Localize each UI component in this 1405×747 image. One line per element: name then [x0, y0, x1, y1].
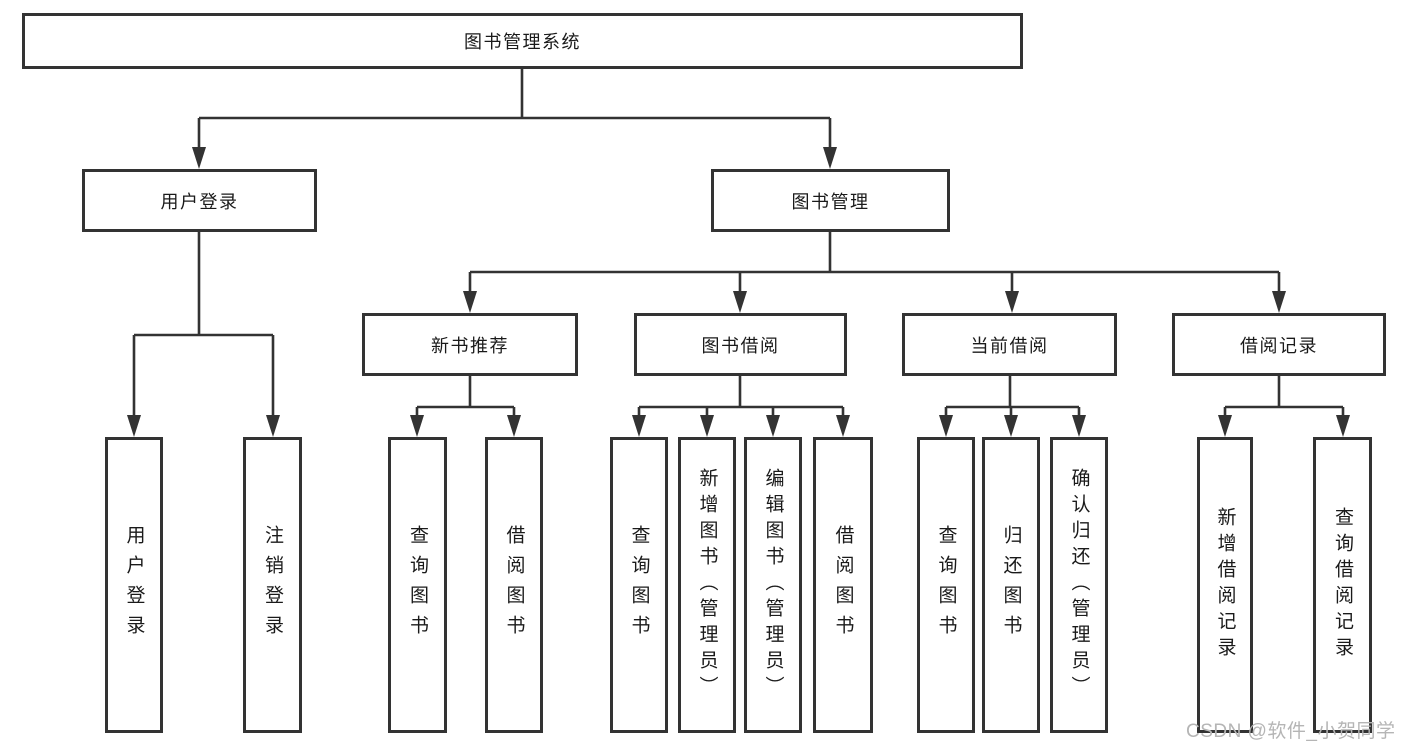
leaf-add-borrow-record: 新增借阅记录: [1197, 437, 1253, 733]
leaf-query-borrow-record: 查询借阅记录: [1313, 437, 1372, 733]
node-book-management-branch: 图书管理: [711, 169, 950, 232]
leaf-query-books-3: 查询图书: [917, 437, 975, 733]
leaf-edit-books-admin: 编辑图书（管理员）: [744, 437, 802, 733]
leaf-user-login: 用户登录: [105, 437, 163, 733]
leaf-borrow-books-2: 借阅图书: [813, 437, 873, 733]
leaf-confirm-return-admin: 确认归还（管理员）: [1050, 437, 1108, 733]
leaf-query-books-2: 查询图书: [610, 437, 668, 733]
leaf-add-books-admin: 新增图书（管理员）: [678, 437, 736, 733]
leaf-borrow-books-1: 借阅图书: [485, 437, 543, 733]
leaf-logout: 注销登录: [243, 437, 302, 733]
leaf-return-books: 归还图书: [982, 437, 1040, 733]
arrowheads: [127, 147, 1350, 437]
csdn-watermark: CSDN @软件_小贺同学: [1186, 721, 1396, 742]
node-current-borrow: 当前借阅: [902, 313, 1117, 376]
node-user-login-branch: 用户登录: [82, 169, 317, 232]
node-root: 图书管理系统: [22, 13, 1023, 69]
node-borrow-records: 借阅记录: [1172, 313, 1386, 376]
node-new-book-recommend: 新书推荐: [362, 313, 578, 376]
leaf-query-books-1: 查询图书: [388, 437, 447, 733]
node-book-borrow: 图书借阅: [634, 313, 847, 376]
